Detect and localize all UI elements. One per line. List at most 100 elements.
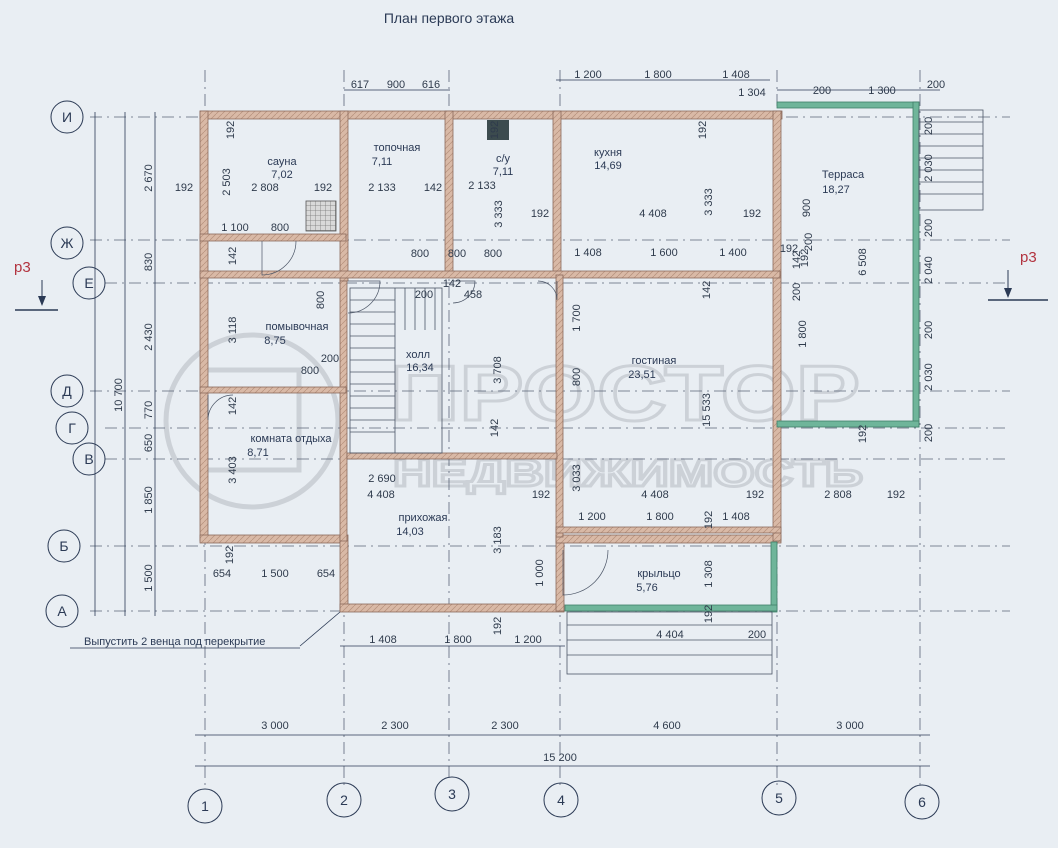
door-swings — [207, 240, 609, 596]
dim-i-33: 800 — [301, 365, 319, 377]
watermark-logo — [163, 332, 341, 510]
dim-porch-2: 200 — [748, 629, 766, 641]
dim-tm-4: 200 — [791, 283, 803, 301]
axis-label-2: 2 — [340, 792, 348, 808]
axis-circle-3 — [434, 776, 470, 812]
dim-top2-1: 1 200 — [574, 69, 602, 81]
sauna-stove — [305, 200, 337, 232]
axis-letter-markers: И Ж Е Д Г В Б А — [45, 100, 106, 628]
section-mark-left-label: р3 — [14, 259, 31, 276]
left-dim-labels: 10 700 2 670 830 2 430 770 650 1 850 1 5… — [113, 164, 155, 592]
dim-left-1: 2 670 — [143, 164, 155, 192]
axis-number-markers: 1 2 3 4 5 6 — [187, 776, 940, 824]
dim-i-27: 800 — [315, 291, 327, 309]
dim-i-7: 142 — [424, 182, 442, 194]
dim-i-29: 1 700 — [571, 304, 583, 332]
axis-circle-E — [72, 266, 106, 300]
dim-i-39: 2 690 — [368, 473, 396, 485]
dim-left-4: 770 — [143, 401, 155, 419]
axis-label-6: 6 — [918, 794, 926, 810]
dim-i-58: 192 — [697, 121, 709, 139]
hall-stairs — [349, 287, 443, 454]
dim-i-21: 1 600 — [650, 247, 678, 259]
axis-circle-G — [55, 411, 89, 445]
axis-label-A: А — [57, 603, 67, 619]
axis-circle-I — [50, 100, 84, 134]
dim-i-18: 800 — [448, 248, 466, 260]
dim-low-3: 654 — [317, 568, 335, 580]
dim-i-57: 192 — [489, 121, 501, 139]
room-su-name: с/у — [496, 153, 511, 165]
dim-tr-1: 200 — [923, 117, 935, 135]
dim-left-3: 2 430 — [143, 323, 155, 351]
section-mark-right-label: р3 — [1020, 249, 1037, 266]
axis-label-B: Б — [59, 538, 68, 554]
axis-label-G: Г — [68, 420, 76, 436]
room-washroom-name: помывочная — [265, 321, 328, 333]
dim-i-8: 2 133 — [468, 180, 496, 192]
dim-i-14: 1 100 — [221, 222, 249, 234]
axis-circle-4 — [543, 782, 579, 818]
dim-i-23: 192 — [780, 243, 798, 255]
room-labels: сауна 7,02 топочная 7,11 с/у 7,11 кухня … — [247, 142, 865, 594]
plan-title: План первого этажа — [384, 10, 515, 26]
dim-i-45: 2 808 — [824, 489, 852, 501]
dim-left-6: 1 850 — [143, 486, 155, 514]
dim-i-47: 1 200 — [578, 511, 606, 523]
dim-i-37: 142 — [489, 419, 501, 437]
dim-i-34: 800 — [571, 368, 583, 386]
dim-tr-7: 200 — [923, 424, 935, 442]
dim-left-7: 1 500 — [143, 564, 155, 592]
dim-i-36: 142 — [227, 397, 239, 415]
dim-i-59: 192 — [799, 249, 811, 267]
inner-dim-labels: 192 192 2 503 2 808 192 2 133 142 2 133 … — [175, 121, 905, 635]
dim-i-56: 192 — [703, 605, 715, 623]
chimney — [487, 120, 509, 140]
axis-circle-V — [72, 442, 106, 476]
dim-i-19: 800 — [484, 248, 502, 260]
dim-i-52: 1 000 — [534, 559, 546, 587]
room-terrace-area: 18,27 — [822, 184, 850, 196]
room-kitchen-area: 14,69 — [594, 160, 622, 172]
dim-i-5: 192 — [314, 182, 332, 194]
dim-top2-2: 1 800 — [644, 69, 672, 81]
dim-i-12: 4 408 — [639, 208, 667, 220]
section-mark-left: р3 — [14, 259, 58, 311]
room-sauna-name: сауна — [267, 156, 297, 168]
axis-circle-2 — [326, 782, 362, 818]
dim-bottom-5: 3 000 — [836, 720, 864, 732]
room-terrace-name: Терраса — [822, 169, 865, 181]
room-su-area: 7,11 — [493, 166, 514, 178]
axis-circle-D — [50, 374, 84, 408]
room-topochnaya-name: топочная — [374, 142, 421, 154]
dim-top3-1: 200 — [813, 85, 831, 97]
porch-steps — [566, 611, 773, 675]
axis-circle-B — [47, 529, 81, 563]
room-hall-area: 16,34 — [406, 362, 434, 374]
dim-i-24: 200 — [415, 289, 433, 301]
dim-i-17: 800 — [411, 248, 429, 260]
dim-i-22: 1 400 — [719, 247, 747, 259]
dim-tm-2: 200 — [803, 233, 815, 251]
dim-tr-6: 2 030 — [923, 363, 935, 391]
dim-i-40: 4 408 — [367, 489, 395, 501]
dim-i-41: 192 — [532, 489, 550, 501]
axis-circle-6 — [904, 784, 940, 820]
dim-i-4: 2 808 — [251, 182, 279, 194]
dim-i-42: 3 033 — [571, 464, 583, 492]
dim-i-53: 1 308 — [703, 560, 715, 588]
dim-top1-1: 617 — [351, 79, 369, 91]
dim-left-outer: 10 700 — [113, 378, 125, 412]
axis-label-Zh: Ж — [61, 235, 74, 251]
dim-i-13: 192 — [743, 208, 761, 220]
terrace-dim-labels: 200 2 030 200 2 040 200 2 030 200 900 20… — [791, 117, 935, 443]
note-leader — [299, 611, 341, 647]
dim-top1-2: 900 — [387, 79, 405, 91]
room-entry-area: 14,03 — [396, 526, 424, 538]
dim-left-5: 650 — [143, 434, 155, 452]
axis-label-4: 4 — [557, 792, 565, 808]
dim-tm-1: 900 — [801, 199, 813, 217]
dim-i-1: 192 — [225, 121, 237, 139]
dim-top1-3: 616 — [422, 79, 440, 91]
